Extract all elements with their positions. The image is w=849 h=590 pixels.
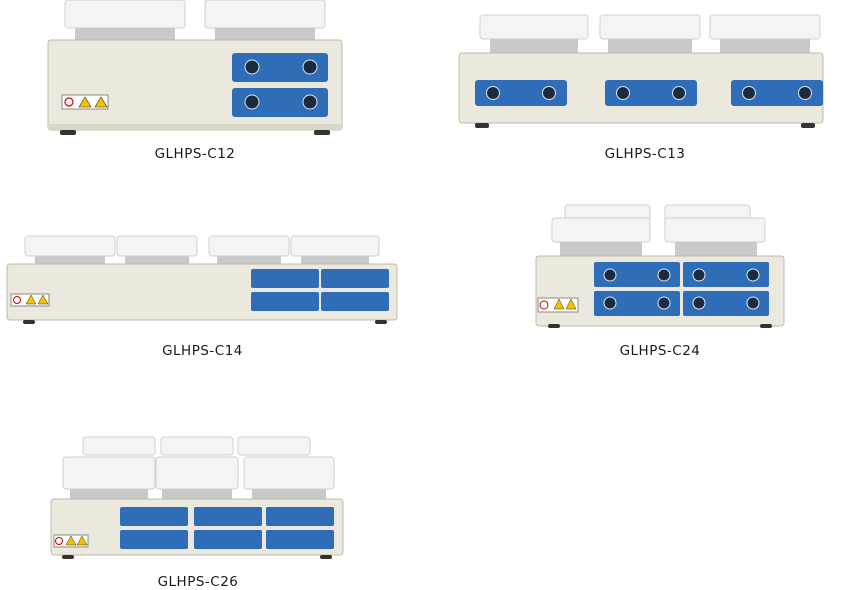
model-caption: GLHPS-C26: [157, 574, 239, 590]
model-caption: GLHPS-C24: [619, 343, 701, 359]
hotplate-stirrer-image: [50, 436, 344, 559]
hotplate-stirrer-image: [458, 14, 824, 128]
product-glhps-c13: GLHPS-C13: [455, 10, 835, 170]
product-glhps-c12: GLHPS-C12: [40, 0, 350, 170]
hotplate-stirrer-image: [535, 204, 785, 328]
product-glhps-c26: GLHPS-C26: [48, 435, 348, 590]
product-glhps-c14: GLHPS-C14: [5, 230, 400, 370]
model-caption: GLHPS-C14: [162, 343, 243, 359]
hotplate-stirrer-image: [6, 235, 398, 324]
model-caption: GLHPS-C12: [154, 146, 236, 162]
product-glhps-c24: GLHPS-C24: [530, 200, 790, 365]
model-caption: GLHPS-C13: [604, 146, 686, 162]
hotplate-stirrer-image: [47, 0, 343, 135]
